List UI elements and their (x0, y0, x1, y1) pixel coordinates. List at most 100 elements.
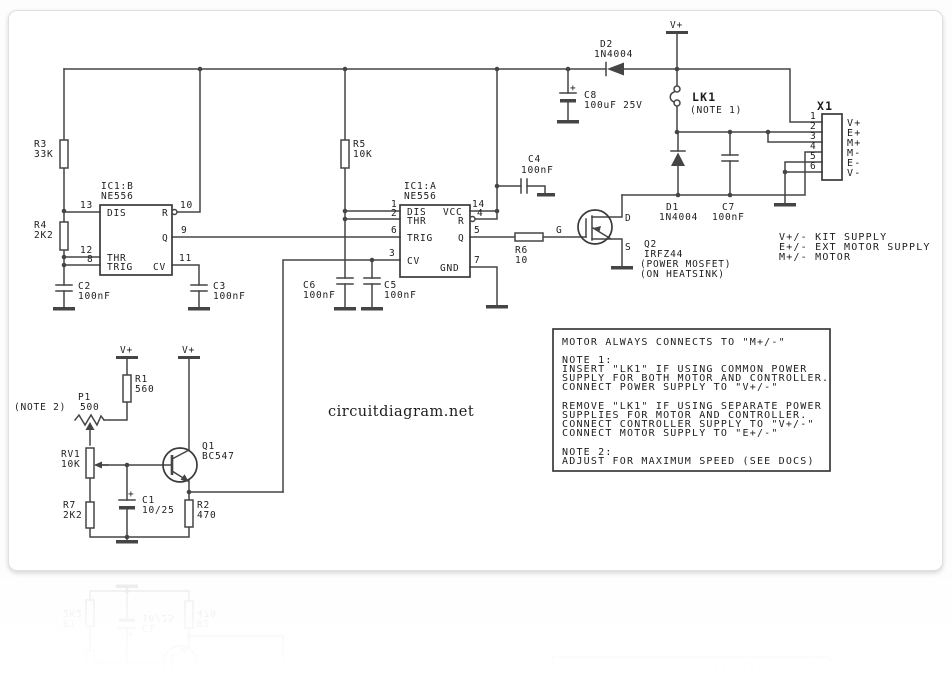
legend-line-2: E+/- EXT MOTOR SUPPLY (779, 242, 931, 253)
resistor-r5: R5 10K (340, 139, 373, 169)
c8-plus: + (570, 83, 577, 94)
capacitor-c5: C5 100nF (363, 277, 417, 301)
resistor-r3: R3 33K (34, 139, 69, 169)
x1-label-vp: V+ (847, 118, 861, 129)
c1-plus: + (128, 489, 135, 500)
x1-label-vm: V- (847, 168, 861, 179)
q2-value: IRFZ44 (644, 249, 683, 260)
ic1a-pin-cv: CV (407, 256, 420, 267)
c6-ref: C6 (303, 280, 316, 291)
r1-ref: R1 (135, 374, 148, 385)
c8-ref: C8 (584, 90, 597, 101)
q1-value: BC547 (202, 451, 235, 462)
ic1a-pin-r: R (458, 216, 465, 227)
d1-ref: D1 (666, 202, 679, 213)
ic1a-part: NE556 (404, 191, 437, 202)
reflection-fade (0, 578, 952, 673)
q1-ref: Q1 (202, 441, 215, 452)
notes-line-8: CONNECT CONTROLLER SUPPLY TO "V+/-" (562, 419, 815, 430)
resistor-r4: R4 2K2 (34, 220, 69, 251)
ic1b-pin-dis: DIS (107, 208, 127, 219)
c5-value: 100nF (384, 290, 417, 301)
ic1a-num-thr: 2 (391, 208, 398, 219)
diode-d2: D2 1N4004 (594, 39, 633, 77)
q2-drain-label: D (625, 213, 632, 224)
c2-value: 100nF (78, 291, 111, 302)
capacitor-c4: C4 100nF (520, 154, 554, 194)
notes-line-1: MOTOR ALWAYS CONNECTS TO "M+/-" (562, 337, 786, 348)
ic1a-pin-vcc: VCC (443, 207, 463, 218)
notes-line-9: CONNECT MOTOR SUPPLY TO "E+/-" (562, 428, 779, 439)
resistor-r1: R1 560 (122, 374, 155, 403)
r3-ref: R3 (34, 139, 47, 150)
wire-left-column (63, 68, 101, 308)
ic1b-pin-r: R (162, 208, 169, 219)
ic1b-num-trig: 8 (87, 254, 94, 265)
r5-value: 10K (353, 149, 373, 160)
vplus-label-right: V+ (182, 345, 195, 356)
d1-value: 1N4004 (659, 212, 698, 223)
ic1b-ref: IC1:B (101, 181, 134, 192)
capacitor-c7: C7 100nF (712, 154, 745, 223)
ic1b-num-q: 9 (181, 225, 188, 236)
trimmer-p1: P1 500 (NOTE 2) (14, 392, 106, 430)
notes-line-4: SUPPLY FOR BOTH MOTOR AND CONTROLLER. (562, 373, 829, 384)
rv1-ref: RV1 (61, 449, 81, 460)
ic1b-num-r: 10 (180, 200, 193, 211)
ic1a-pin-dis: DIS (407, 207, 427, 218)
p1-note: (NOTE 2) (14, 402, 66, 413)
x1-ref: X1 (817, 99, 833, 113)
c4-value: 100nF (521, 165, 554, 176)
notes-line-11: ADJUST FOR MAXIMUM SPEED (SEE DOCS) (562, 456, 815, 467)
resistor-r2: R2 470 (184, 499, 216, 528)
ic1a-num-vcc: 14 (472, 199, 485, 210)
notes-line-5: CONNECT POWER SUPPLY TO "V+/-" (562, 382, 779, 393)
c1-ref: C1 (142, 495, 155, 506)
wire-d1-c7 (677, 131, 731, 196)
mosfet-q2: D S G Q2 IRFZ44 (POWER MOSFET) (ON HEATS… (556, 209, 730, 280)
ic1a-num-cv: 3 (389, 248, 396, 259)
x1-label-mm: M- (847, 148, 861, 159)
notes-line-3: INSERT "LK1" IF USING COMMON POWER (562, 364, 808, 375)
ic1a-num-r: 4 (477, 208, 484, 219)
connector-x1: X1 1 2 3 4 5 6 V+ E+ M+ M- E- V- (810, 99, 861, 181)
q2-ref: Q2 (644, 239, 657, 250)
ic1a-pin-q: Q (458, 233, 465, 244)
c8-value: 100uF 25V (584, 100, 643, 111)
lk1-ref: LK1 (692, 90, 716, 104)
wire-top-rail (63, 68, 823, 123)
capacitor-c1: + C1 10/25 (118, 489, 175, 516)
r7-value: 2K2 (63, 510, 83, 521)
ic1b-pin-cv: CV (153, 262, 166, 273)
c1-value: 10/25 (142, 505, 175, 516)
q2-gate-label: G (556, 225, 563, 236)
jumper-lk1: LK1 (NOTE 1) (669, 85, 741, 116)
c6-value: 100nF (303, 290, 336, 301)
transistor-q1: Q1 BC547 (162, 441, 235, 483)
r1-value: 560 (135, 384, 155, 395)
wire-cv-a (282, 259, 401, 493)
capacitor-c6: C6 100nF (303, 277, 354, 301)
ground-symbols (53, 120, 796, 544)
wire-mosfet (591, 194, 623, 267)
q2-source-label: S (625, 242, 632, 253)
ic1b-timer: IC1:B NE556 DIS THR TRIG R Q CV 13 12 8 … (80, 181, 193, 276)
c7-ref: C7 (722, 202, 735, 213)
ic1b-pin-trig: TRIG (107, 262, 133, 273)
wire-motor-rail-bottom (621, 151, 823, 196)
r6-ref: R6 (515, 245, 528, 256)
r4-ref: R4 (34, 220, 47, 231)
ic1b-num-dis: 13 (80, 200, 93, 211)
c7-value: 100nF (712, 212, 745, 223)
resistor-r6: R6 10 (514, 232, 544, 266)
schematic: R3 33K R4 2K2 R5 10K R6 10 R1 560 R 7 2K2 (14, 20, 931, 544)
watermark-text: circuitdiagram.net (328, 404, 474, 420)
ic1a-num-gnd: 7 (474, 255, 481, 266)
d2-value: 1N4004 (594, 49, 633, 60)
p1-ref: P1 (78, 392, 91, 403)
x1-num-4: 4 (810, 141, 817, 152)
x1-num-3: 3 (810, 131, 817, 142)
vplus-label-left: V+ (120, 345, 133, 356)
ic1b-num-thr: 12 (80, 245, 93, 256)
